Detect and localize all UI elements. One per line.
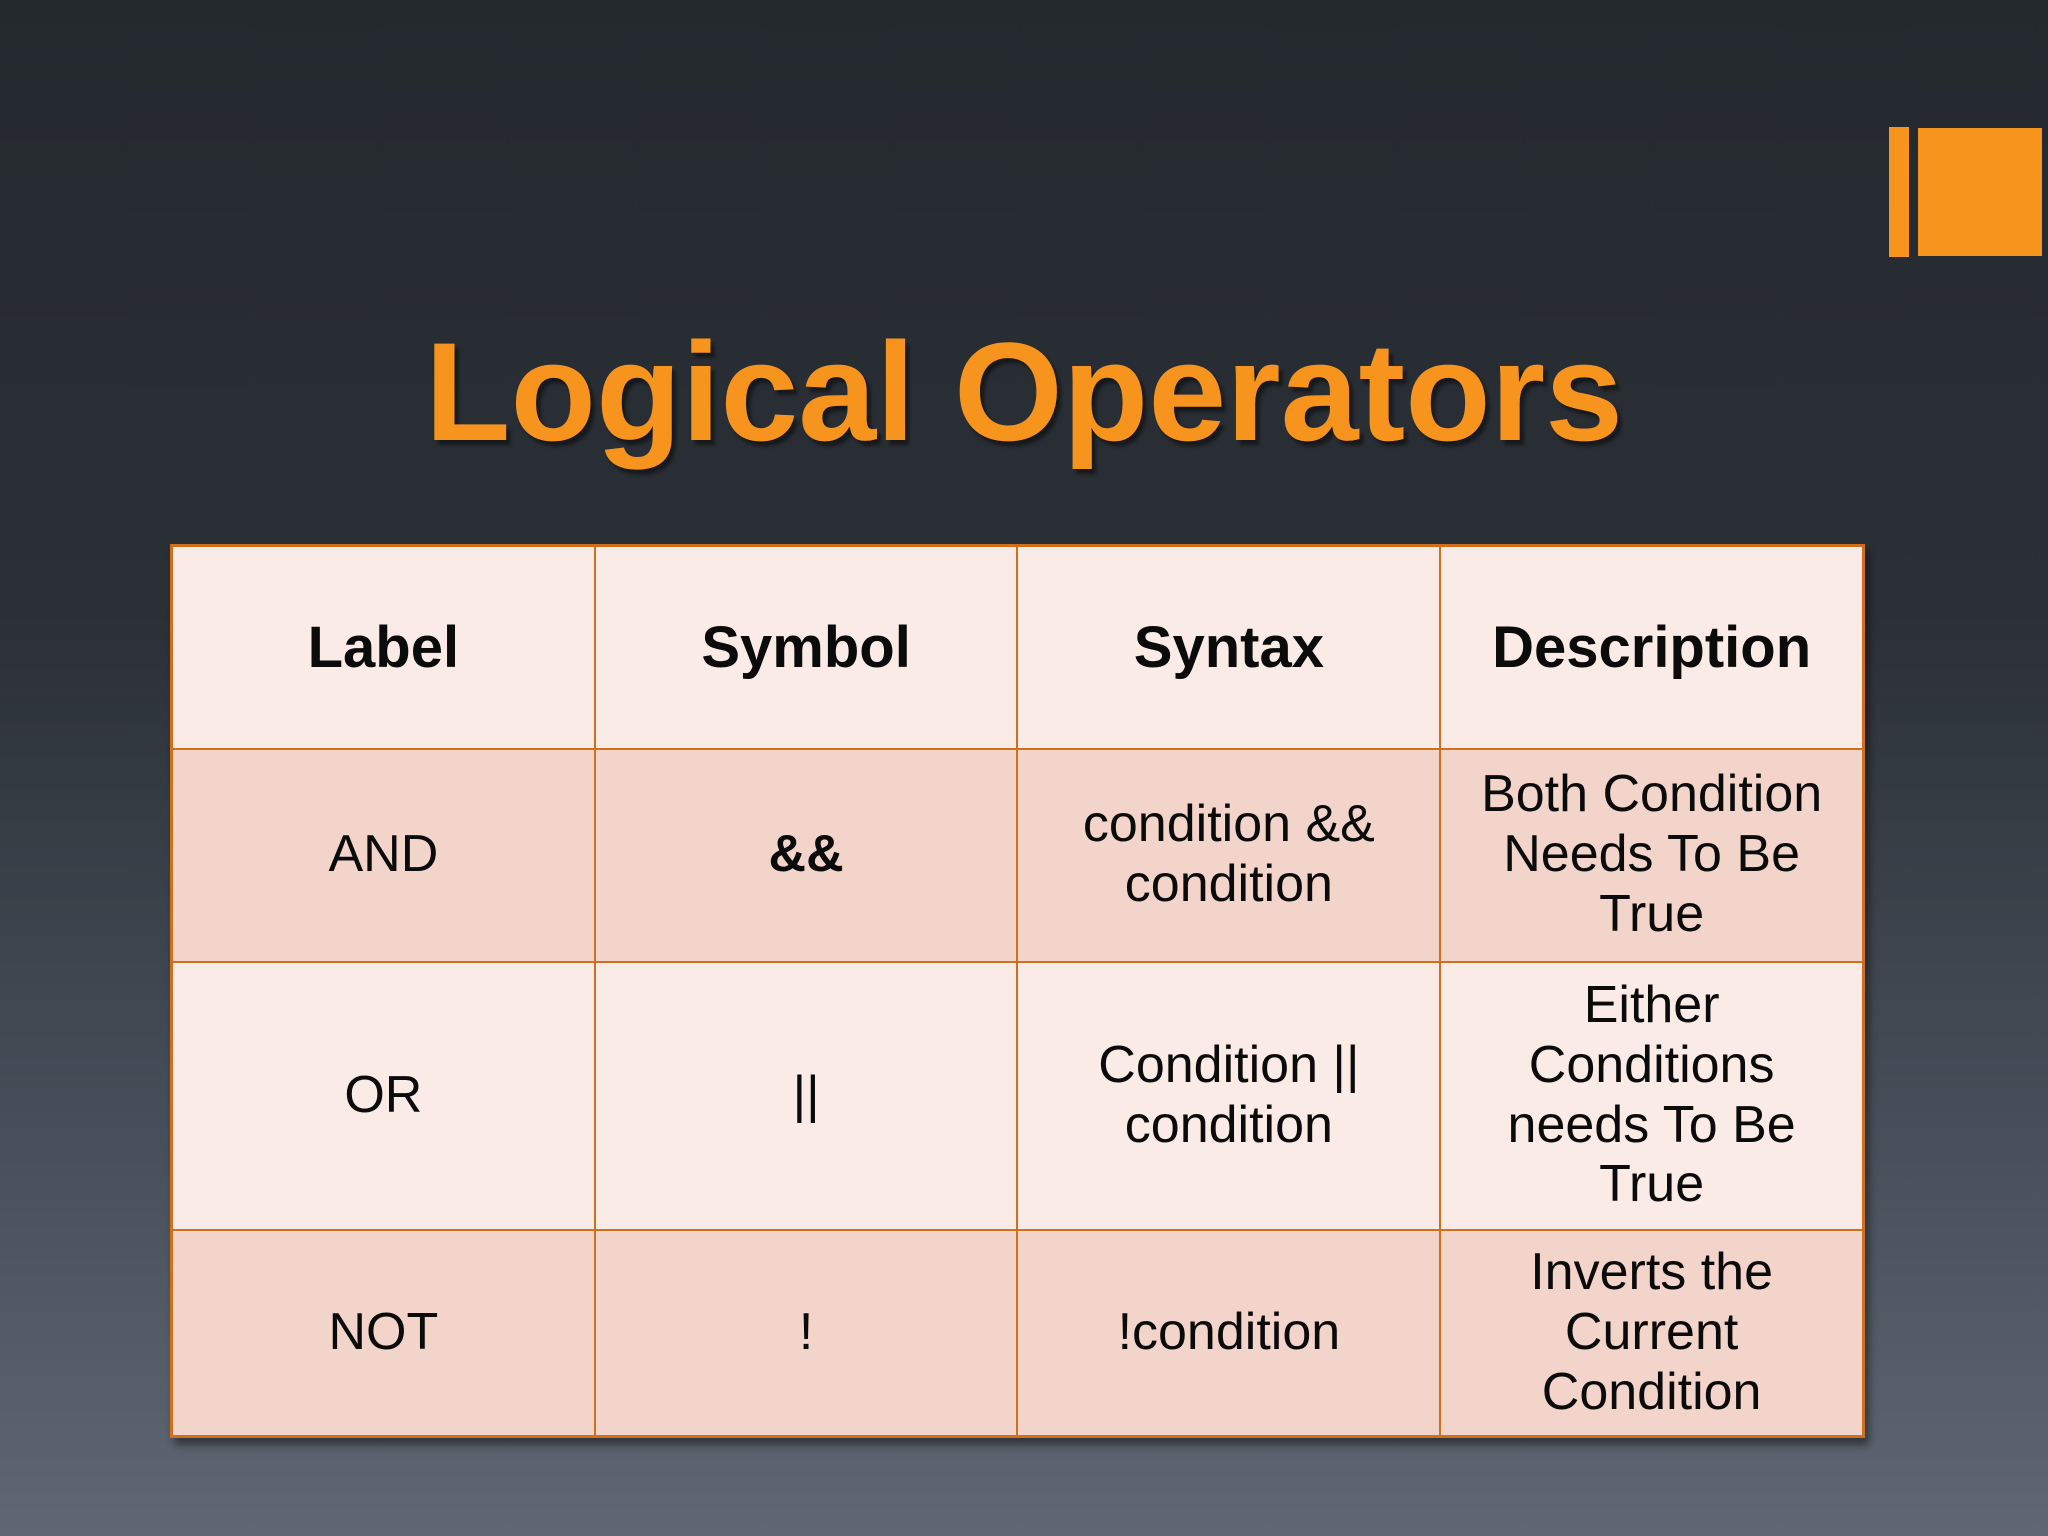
accent-bar-thin xyxy=(1889,127,1909,257)
cell-or-syntax: Condition || condition xyxy=(1016,960,1442,1231)
cell-and-description: Both Condition Needs To Be True xyxy=(1439,747,1865,963)
accent-bar-thick xyxy=(1918,128,2042,256)
cell-and-symbol: && xyxy=(593,747,1019,963)
column-header-symbol: Symbol xyxy=(593,544,1019,750)
logical-operators-table: Label Symbol Syntax Description AND && c… xyxy=(170,544,1865,1438)
cell-not-syntax: !condition xyxy=(1016,1228,1442,1438)
slide-title: Logical Operators xyxy=(424,313,1624,470)
cell-not-symbol: ! xyxy=(593,1228,1019,1438)
cell-not-description: Inverts the Current Condition xyxy=(1439,1228,1865,1438)
table-row-and: AND && condition && condition Both Condi… xyxy=(170,747,1865,963)
cell-not-label: NOT xyxy=(170,1228,596,1438)
table-row-or: OR || Condition || condition Either Cond… xyxy=(170,960,1865,1231)
column-header-syntax: Syntax xyxy=(1016,544,1442,750)
table-header-row: Label Symbol Syntax Description xyxy=(170,544,1865,750)
cell-or-description: Either Conditions needs To Be True xyxy=(1439,960,1865,1231)
cell-or-label: OR xyxy=(170,960,596,1231)
column-header-label: Label xyxy=(170,544,596,750)
cell-or-symbol: || xyxy=(593,960,1019,1231)
cell-and-label: AND xyxy=(170,747,596,963)
cell-and-syntax: condition && condition xyxy=(1016,747,1442,963)
table-row-not: NOT ! !condition Inverts the Current Con… xyxy=(170,1228,1865,1438)
column-header-description: Description xyxy=(1439,544,1865,750)
